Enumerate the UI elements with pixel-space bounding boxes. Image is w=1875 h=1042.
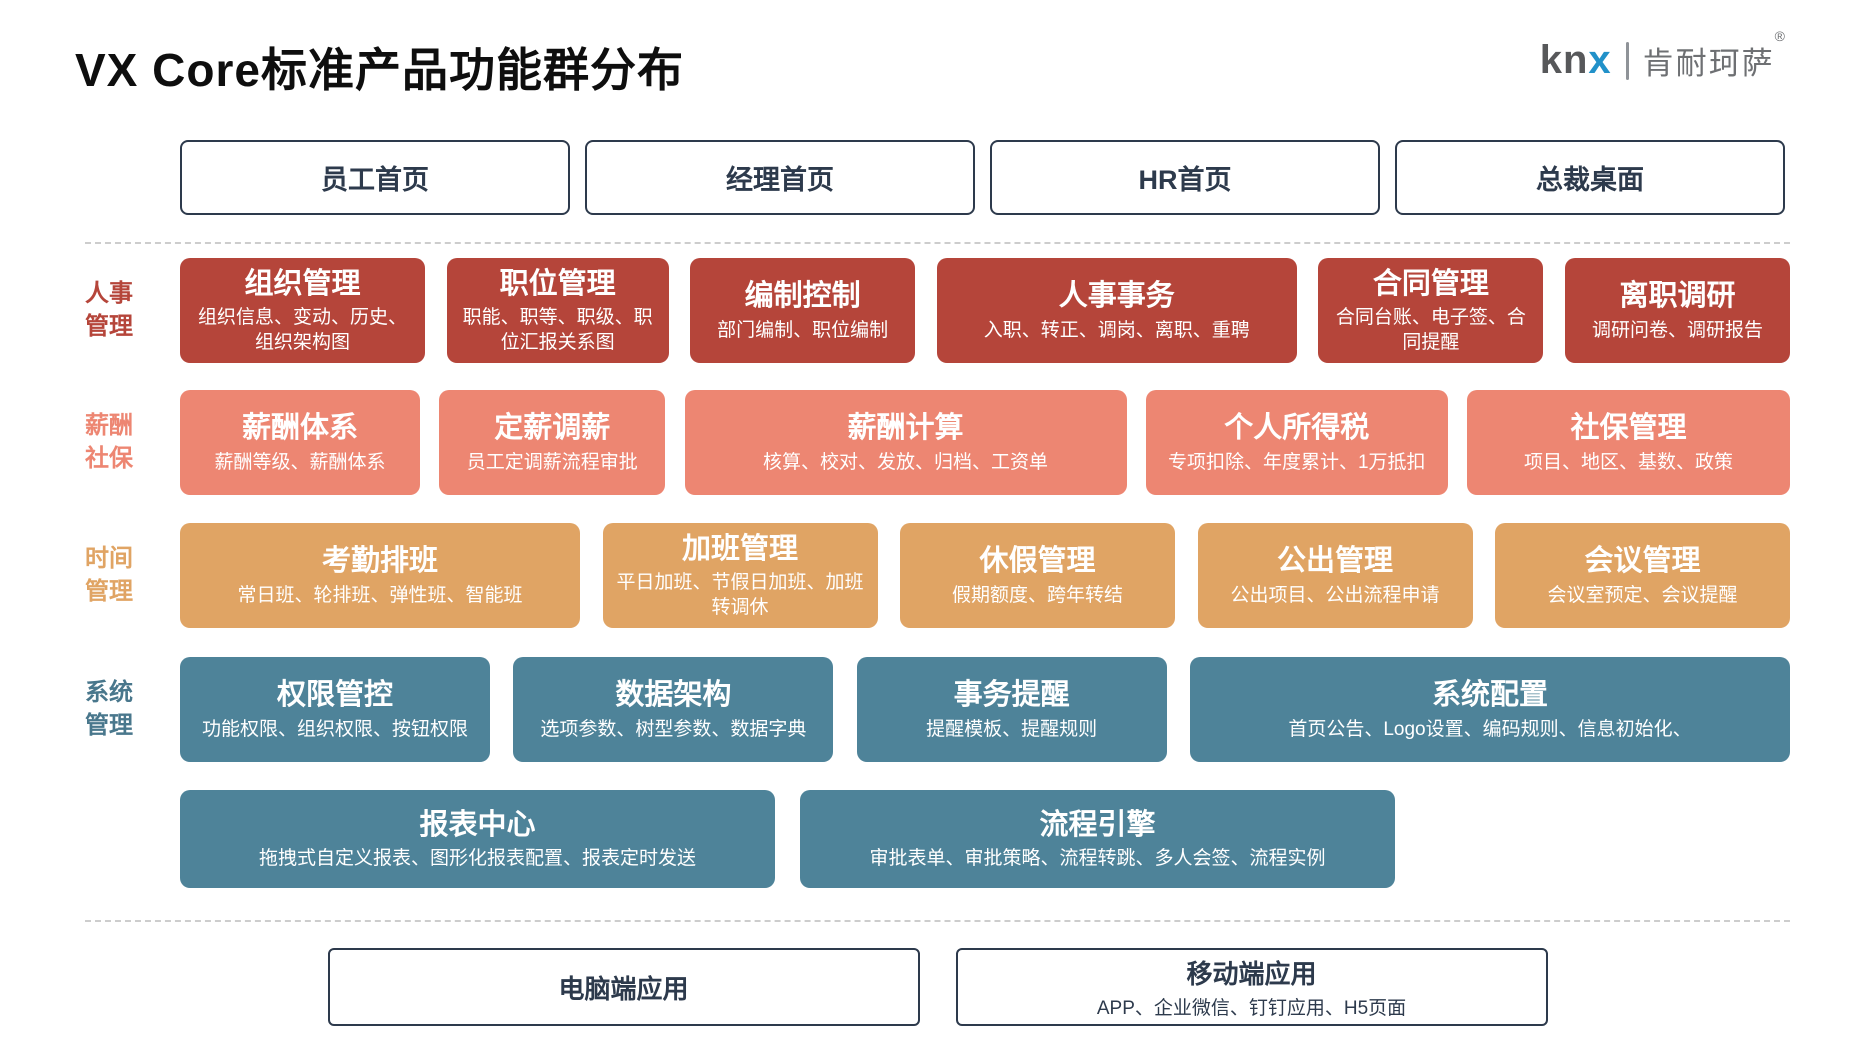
dashed-divider-top (85, 242, 1790, 244)
logo-company-name: 肯耐珂萨® (1642, 28, 1787, 81)
company-logo: knx 肯耐珂萨® (1539, 28, 1787, 83)
group-row-time: 时间 管理 考勤排班 常日班、轮排班、弹性班、智能班 加班管理 平日加班、节假日… (85, 523, 1790, 628)
feature-box-report-center: 报表中心 拖拽式自定义报表、图形化报表配置、报表定时发送 (180, 790, 775, 888)
feature-box-salary-adjustment: 定薪调薪 员工定调薪流程审批 (439, 390, 666, 495)
group-row-payroll: 薪酬 社保 薪酬体系 薪酬等级、薪酬体系 定薪调薪 员工定调薪流程审批 薪酬计算… (85, 390, 1790, 495)
portal-ceo-desktop: 总裁桌面 (1395, 140, 1785, 215)
feature-box-payroll-calculation: 薪酬计算 核算、校对、发放、归档、工资单 (684, 390, 1127, 495)
feature-box-meeting-management: 会议管理 会议室预定、会议提醒 (1495, 523, 1790, 628)
feature-box-org-management: 组织管理 组织信息、变动、历史、组织架构图 (180, 258, 425, 363)
feature-box-position-management: 职位管理 职能、职等、职级、职位汇报关系图 (446, 258, 669, 363)
group-row-platform: 报表中心 拖拽式自定义报表、图形化报表配置、报表定时发送 流程引擎 审批表单、审… (85, 790, 1790, 888)
group-label-system: 系统 管理 (85, 679, 133, 739)
feature-box-contract-management: 合同管理 合同台账、电子签、合同提醒 (1318, 258, 1544, 363)
feature-box-leave-management: 休假管理 假期额度、跨年转结 (900, 523, 1175, 628)
feature-box-exit-survey: 离职调研 调研问卷、调研报告 (1564, 258, 1790, 363)
group-label-payroll: 薪酬 社保 (85, 412, 133, 472)
portal-manager-home: 经理首页 (585, 140, 975, 215)
registered-mark: ® (1774, 28, 1787, 44)
portal-hr-home: HR首页 (990, 140, 1380, 215)
feature-box-transaction-reminder: 事务提醒 提醒模板、提醒规则 (856, 657, 1167, 762)
group-label-time: 时间 管理 (85, 545, 133, 605)
logo-divider (1625, 41, 1629, 80)
feature-box-attendance-scheduling: 考勤排班 常日班、轮排班、弹性班、智能班 (180, 523, 580, 628)
feature-box-workflow-engine: 流程引擎 审批表单、审批策略、流程转跳、多人会签、流程实例 (800, 790, 1395, 888)
feature-box-headcount-control: 编制控制 部门编制、职位编制 (690, 258, 916, 363)
feature-box-hr-affairs: 人事事务 入职、转正、调岗、离职、重聘 (936, 258, 1297, 363)
feature-box-social-security: 社保管理 项目、地区、基数、政策 (1467, 390, 1790, 495)
group-row-system: 系统 管理 权限管控 功能权限、组织权限、按钮权限 数据架构 选项参数、树型参数… (85, 657, 1790, 762)
group-label-hr: 人事 管理 (85, 280, 133, 340)
portal-row: 员工首页 经理首页 HR首页 总裁桌面 (180, 140, 1785, 215)
client-apps-row: 电脑端应用 移动端应用 APP、企业微信、钉钉应用、H5页面 (0, 948, 1875, 1026)
feature-box-business-trip-management: 公出管理 公出项目、公出流程申请 (1197, 523, 1473, 628)
group-label-empty (85, 790, 180, 888)
client-box-desktop-app: 电脑端应用 (327, 948, 920, 1026)
group-row-hr: 人事 管理 组织管理 组织信息、变动、历史、组织架构图 职位管理 职能、职等、职… (85, 258, 1790, 363)
feature-box-salary-system: 薪酬体系 薪酬等级、薪酬体系 (180, 390, 420, 495)
feature-box-system-configuration: 系统配置 首页公告、Logo设置、编码规则、信息初始化、 (1189, 657, 1790, 762)
logo-x-letter: x (1588, 38, 1612, 82)
page-title: VX Core标准产品功能群分布 (75, 44, 684, 96)
feature-box-individual-income-tax: 个人所得税 专项扣除、年度累计、1万抵扣 (1145, 390, 1448, 495)
dashed-divider-bottom (85, 920, 1790, 922)
logo-knx-wordmark: knx (1539, 38, 1612, 82)
feature-box-overtime-management: 加班管理 平日加班、节假日加班、加班转调休 (602, 523, 878, 628)
portal-employee-home: 员工首页 (180, 140, 570, 215)
client-box-mobile-app: 移动端应用 APP、企业微信、钉钉应用、H5页面 (955, 948, 1548, 1026)
feature-box-permission-control: 权限管控 功能权限、组织权限、按钮权限 (180, 657, 490, 762)
feature-box-data-architecture: 数据架构 选项参数、树型参数、数据字典 (513, 657, 834, 762)
